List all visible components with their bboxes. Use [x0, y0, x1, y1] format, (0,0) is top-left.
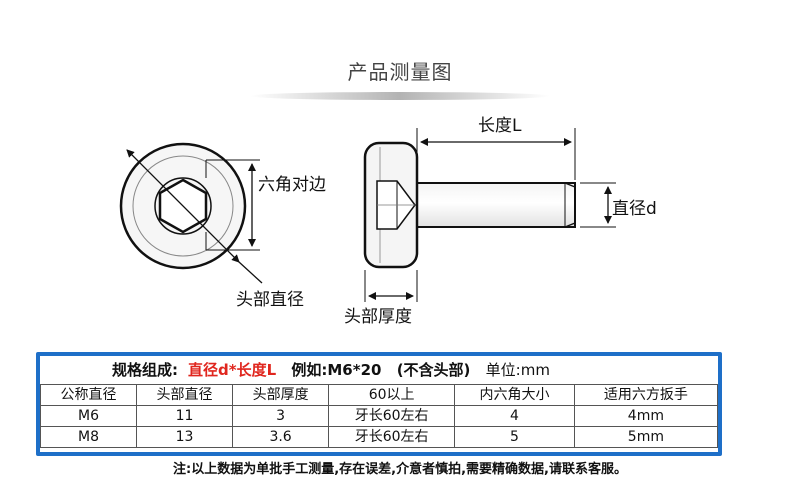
- length-label: 长度L: [478, 116, 522, 136]
- table-header-cell: 内六角大小: [454, 384, 575, 406]
- table-cell: 4: [454, 405, 575, 427]
- table-header-cell: 头部厚度: [232, 384, 330, 406]
- table-cell: 5: [454, 426, 575, 448]
- spec-table: 公称直径 头部直径 头部厚度 60以上 内六角大小 适用六方扳手 M6 11 3…: [39, 384, 719, 448]
- diameter-label: 直径d: [612, 199, 657, 219]
- footnote: 注:以上数据为单批手工测量,存在误差,介意者慎拍,需要精确数据,请联系客服。: [173, 462, 627, 477]
- spec-panel: 规格组成: 直径d*长度L 例如:M6*20 (不含头部) 单位:mm 公称直径 …: [36, 352, 722, 456]
- table-cell: 牙长60左右: [328, 405, 456, 427]
- table-header-cell: 适用六方扳手: [573, 384, 719, 406]
- spec-formula: 直径d*长度L: [188, 361, 277, 379]
- table-header-cell: 头部直径: [136, 384, 234, 406]
- head-end-view: [119, 142, 263, 284]
- table-cell: 11: [136, 405, 234, 427]
- spec-header: 规格组成: 直径d*长度L 例如:M6*20 (不含头部) 单位:mm: [40, 356, 718, 384]
- screw-side-view: [363, 128, 616, 302]
- table-row: M6 11 3 牙长60左右 4 4mm: [39, 405, 719, 427]
- table-cell: 4mm: [573, 405, 719, 427]
- spec-prefix: 规格组成:: [112, 361, 178, 379]
- table-cell: 3: [232, 405, 330, 427]
- table-header-row: 公称直径 头部直径 头部厚度 60以上 内六角大小 适用六方扳手: [39, 384, 719, 406]
- table-cell: 3.6: [232, 426, 330, 448]
- spec-unit: 单位:mm: [485, 361, 550, 379]
- measurement-diagram: 六角对边 头部直径 长度L 直径d 头部厚度: [119, 116, 657, 327]
- head-thickness-label: 头部厚度: [344, 307, 412, 327]
- spec-panel-inner: 规格组成: 直径d*长度L 例如:M6*20 (不含头部) 单位:mm 公称直径 …: [39, 356, 719, 452]
- head-diameter-arrow: [126, 149, 240, 263]
- table-header-cell: 60以上: [328, 384, 456, 406]
- title-underline: [250, 92, 550, 100]
- page-title: 产品测量图: [347, 60, 453, 84]
- spec-example: 例如:M6*20: [291, 361, 382, 379]
- table-header-cell: 公称直径: [39, 384, 138, 406]
- table-cell: 5mm: [573, 426, 719, 448]
- table-cell: 牙长60左右: [328, 426, 456, 448]
- table-cell: M6: [39, 405, 138, 427]
- table-cell: M8: [39, 426, 138, 448]
- head-diameter-label: 头部直径: [236, 290, 304, 310]
- table-cell: 13: [136, 426, 234, 448]
- table-row: M8 13 3.6 牙长60左右 5 5mm: [39, 426, 719, 448]
- spec-note: (不含头部): [396, 361, 471, 379]
- hex-across-flats-label: 六角对边: [258, 175, 326, 195]
